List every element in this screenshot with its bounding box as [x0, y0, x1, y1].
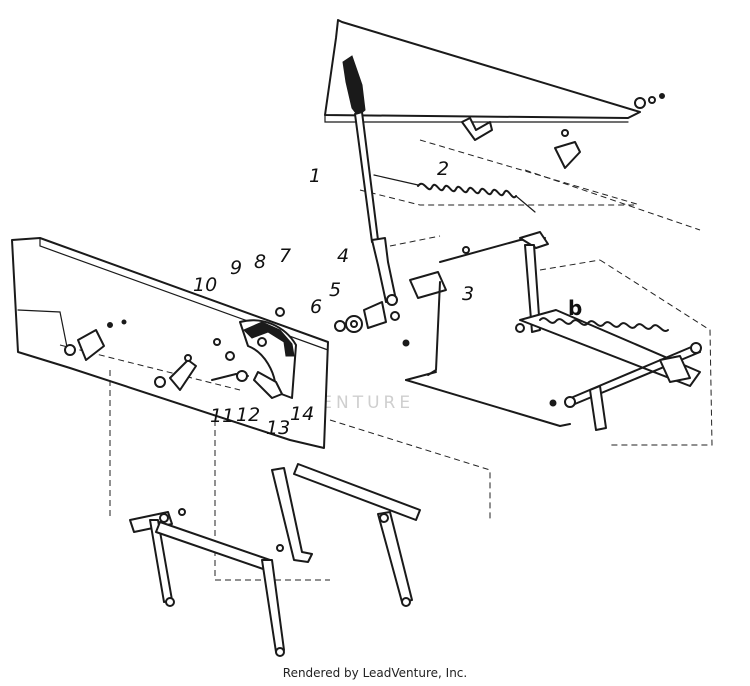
control-linkage	[389, 231, 571, 427]
callout-b: b	[568, 296, 582, 320]
callout-13: 13	[266, 417, 290, 439]
callout-10: 10	[193, 274, 217, 296]
lower-linkage-arms	[129, 463, 421, 657]
detent-quadrant	[211, 319, 297, 399]
callout-14: 14	[290, 403, 314, 425]
callout-4: 4	[337, 245, 349, 267]
panel-fasteners	[64, 307, 285, 391]
cross-shaft-assembly	[515, 259, 713, 446]
shift-lever	[342, 55, 398, 306]
callout-6: 6	[310, 296, 322, 318]
callout-2: 2	[437, 158, 449, 180]
side-panel	[11, 237, 329, 449]
callout-12: 12	[236, 404, 260, 426]
panel-hardware	[461, 93, 665, 169]
tension-spring	[373, 174, 536, 213]
washer-stack	[334, 301, 400, 333]
callout-5: 5	[329, 279, 341, 301]
callout-7: 7	[279, 245, 291, 267]
callout-3: 3	[462, 283, 474, 305]
callout-8: 8	[254, 251, 266, 273]
footer-credit: Rendered by LeadVenture, Inc.	[282, 666, 468, 680]
frame-outline	[109, 370, 491, 581]
callout-1: 1	[309, 165, 321, 187]
callout-9: 9	[230, 257, 242, 279]
rear-body-panel	[324, 19, 701, 231]
callout-11: 11	[210, 405, 234, 427]
